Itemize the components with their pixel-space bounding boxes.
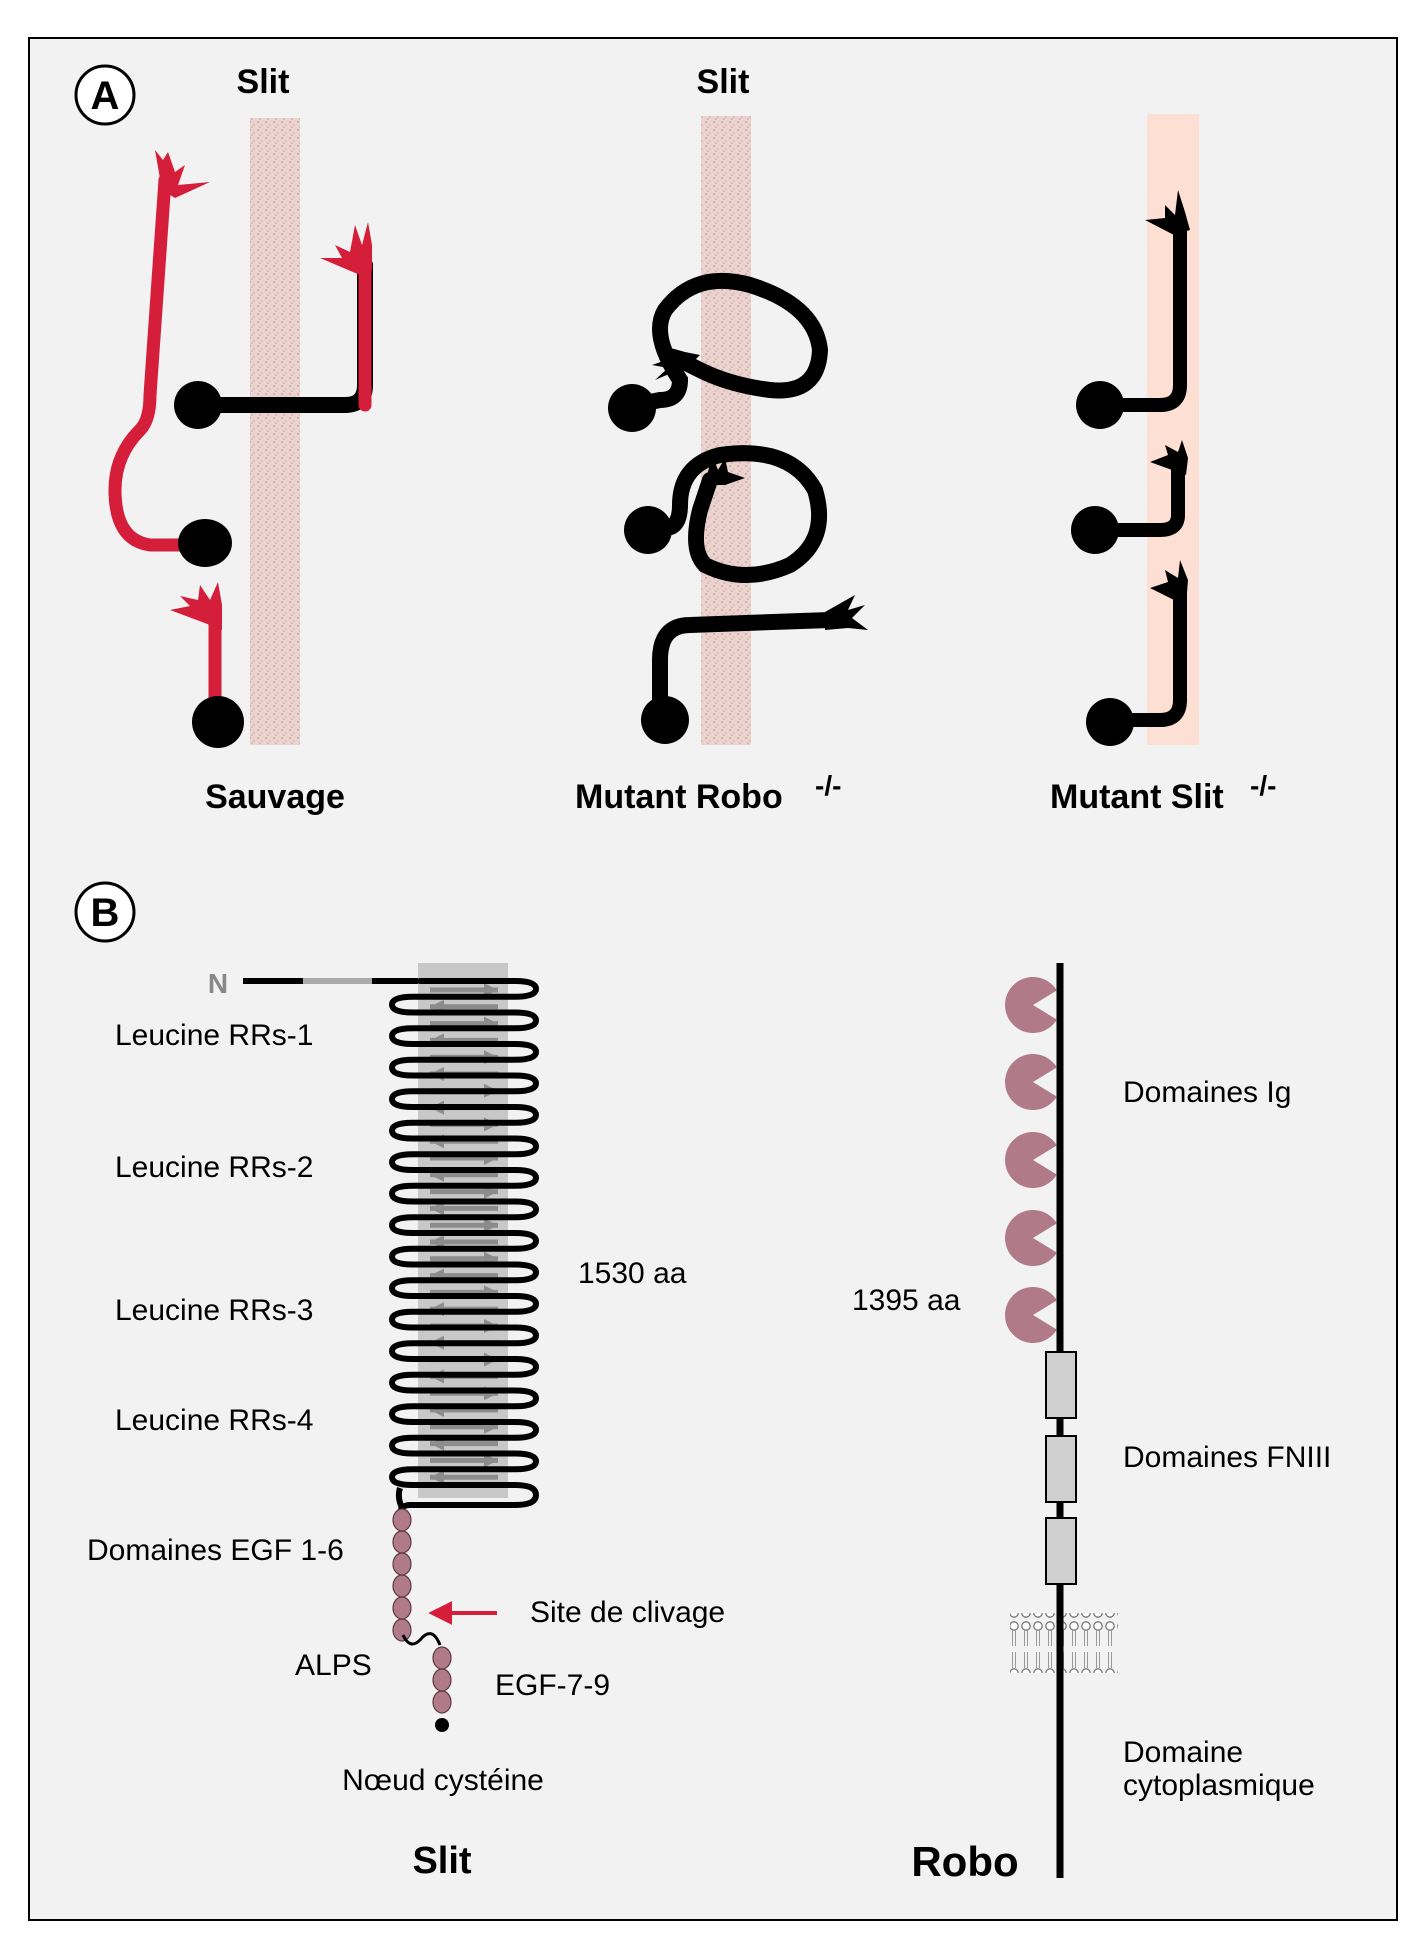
caption-wild-type: Sauvage — [205, 778, 345, 816]
slit-mutant-axon-upper — [1093, 218, 1187, 412]
ig-domain — [1005, 1132, 1057, 1189]
robo-length: 1395 aa — [852, 1284, 961, 1317]
lrr-strand-head — [484, 983, 498, 997]
egf-bead — [392, 1530, 412, 1554]
fniii-domain — [1045, 1351, 1077, 1419]
egf-bead — [392, 1596, 412, 1620]
slit-protein: N Leucine RRs-1 Leucine RRs-2 Leucine RR… — [87, 963, 725, 1882]
robo-cell-body-upper — [608, 384, 656, 432]
slit-mutant-cone-upper — [1145, 190, 1190, 235]
panel-b-letter: B — [91, 891, 120, 935]
egf-domains — [392, 1508, 412, 1642]
midline-wild-type — [250, 118, 300, 745]
lrr-label-3: Leucine RRs-3 — [115, 1294, 313, 1327]
lrr-label-4: Leucine RRs-4 — [115, 1404, 313, 1437]
egf-7-9-bead — [432, 1690, 452, 1714]
growth-cone-loop-middle — [705, 455, 745, 485]
panel-b-badge: B — [74, 881, 136, 943]
slit-mutant-cell-lower — [1086, 698, 1134, 746]
panel-b: B N Leucine RRs-1 Leucine RRs-2 Leucine … — [74, 881, 1331, 1885]
growth-cone-crossed — [320, 222, 372, 275]
n-terminus-label: N — [208, 968, 228, 999]
lrr-strand-head — [430, 1235, 444, 1249]
ig-domain — [1005, 1287, 1057, 1344]
egf-7-9-bead — [432, 1646, 452, 1670]
cell-membrane — [1010, 1613, 1118, 1673]
egf-7-9-label: EGF-7-9 — [495, 1669, 610, 1702]
fniii-domain — [1045, 1435, 1077, 1503]
loop-axon-middle — [642, 445, 828, 583]
alps-linker — [401, 1632, 442, 1646]
growth-cone-long — [155, 150, 210, 198]
growth-cone-crossing — [825, 595, 868, 630]
fniii-domains — [1045, 1351, 1077, 1585]
panel-a-badge: A — [74, 64, 136, 126]
slit-label-wild-type: Slit — [237, 63, 290, 101]
wild-type-neurons — [108, 150, 373, 748]
growth-cone-short — [170, 582, 222, 630]
cell-body-middle — [178, 519, 232, 567]
egf-7-9-bead — [432, 1668, 452, 1692]
caption-slit-mutant-superscript: -/- — [1250, 770, 1276, 801]
slit-title: Slit — [412, 1840, 471, 1882]
growth-cone-loop-upper — [652, 345, 700, 380]
lrr-strand-head — [484, 1218, 498, 1233]
cysteine-knot — [435, 1718, 449, 1732]
egf-label: Domaines EGF 1-6 — [87, 1534, 344, 1567]
loop-axon-upper — [627, 272, 829, 413]
panel-a: A Slit Slit — [74, 63, 1276, 816]
straight-crossing-axon — [652, 612, 838, 723]
lrr-strand-head — [430, 1201, 444, 1216]
lrr-strand-head — [430, 1470, 444, 1485]
slit-mutant-axon-lower — [1103, 583, 1187, 727]
slit-mutant-cell-middle — [1071, 506, 1119, 554]
ig-domain — [1005, 977, 1057, 1034]
egf-bead — [392, 1574, 412, 1598]
cleavage-site-label: Site de clivage — [530, 1596, 725, 1629]
lrr-label-1: Leucine RRs-1 — [115, 1019, 313, 1052]
slit-label-robo-mutant: Slit — [697, 63, 750, 101]
slit-mutant-neurons — [1071, 190, 1190, 746]
midline-robo-mutant — [701, 116, 751, 745]
slit-mutant-axon-middle — [1088, 458, 1185, 537]
robo-receptor: Domaines Ig 1395 aa Domaines FNIII Domai… — [852, 963, 1331, 1885]
cyto-label-line-1: Domaine — [1123, 1736, 1243, 1769]
caption-robo-mutant-superscript: -/- — [815, 770, 841, 801]
cell-body-lower — [192, 696, 244, 748]
ig-label: Domaines Ig — [1123, 1076, 1291, 1109]
lrr-strand-head — [484, 1453, 498, 1468]
egf-bead — [392, 1508, 412, 1532]
robo-cell-body-middle — [624, 506, 672, 554]
red-axon-long — [108, 173, 199, 552]
slit-mutant-cone-lower — [1150, 560, 1188, 605]
caption-robo-mutant: Mutant Robo — [575, 778, 783, 816]
ig-domain — [1005, 1210, 1057, 1266]
fniii-label: Domaines FNIII — [1123, 1441, 1331, 1474]
slit-mutant-cone-middle — [1150, 440, 1188, 475]
egf-linker — [395, 1487, 405, 1510]
egf-bead — [392, 1552, 412, 1576]
fniii-domain — [1045, 1517, 1077, 1585]
caption-slit-mutant: Mutant Slit — [1050, 778, 1224, 816]
cyto-label-line-2: cytoplasmique — [1123, 1769, 1315, 1802]
cell-body-upper — [174, 381, 222, 429]
ig-domain — [1005, 1054, 1057, 1111]
lrr-coil — [388, 978, 540, 1518]
panel-a-letter: A — [91, 74, 120, 118]
robo-mutant-neurons — [608, 272, 868, 744]
egf-7-9-domains — [432, 1646, 452, 1714]
slit-length: 1530 aa — [578, 1257, 687, 1290]
ig-domains — [1005, 977, 1057, 1344]
egf-bead — [392, 1618, 412, 1642]
slit-mutant-cell-upper — [1076, 381, 1124, 429]
alps-label: ALPS — [295, 1649, 372, 1682]
robo-cell-body-lower — [641, 696, 689, 744]
lrr-label-2: Leucine RRs-2 — [115, 1151, 313, 1184]
cysteine-knot-label: Nœud cystéine — [342, 1764, 544, 1797]
robo-title: Robo — [911, 1838, 1018, 1885]
